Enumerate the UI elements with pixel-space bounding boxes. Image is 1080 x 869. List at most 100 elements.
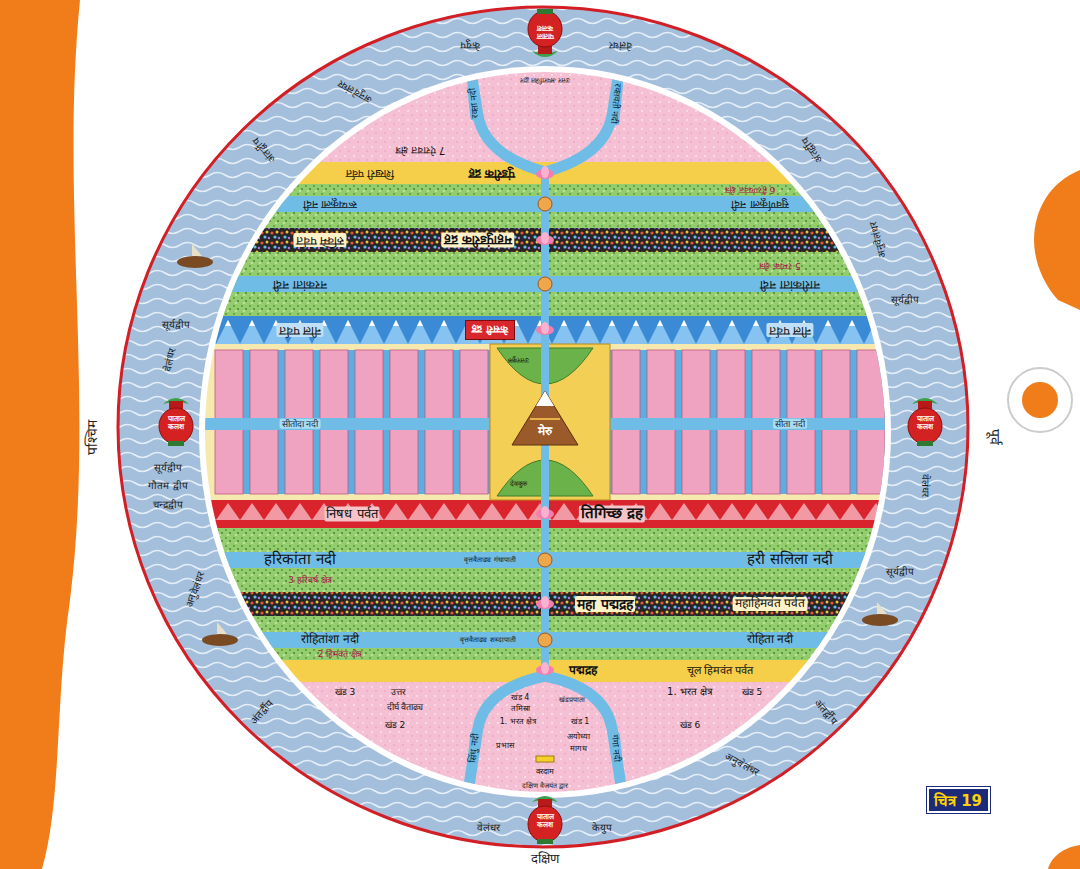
map-label: सूर्यद्वीप bbox=[891, 294, 919, 306]
meru-mountain bbox=[530, 418, 560, 420]
vaitadhya-circle bbox=[538, 277, 552, 291]
island-band bbox=[180, 60, 910, 162]
map-label: नरकांता नदी bbox=[273, 277, 327, 291]
map-label: पूर्व bbox=[987, 429, 1003, 445]
figure-number: चित्र 19 bbox=[934, 790, 982, 810]
map-label: 5 रम्यक क्षेत्र bbox=[759, 261, 800, 271]
island-band bbox=[180, 632, 910, 648]
meru-label: मेरु bbox=[510, 425, 580, 438]
river bbox=[466, 40, 545, 172]
vaitadhya-circle bbox=[538, 197, 552, 211]
ocean-boat bbox=[202, 634, 238, 646]
map-label: मागध bbox=[570, 744, 587, 753]
page-decoration bbox=[1048, 845, 1080, 869]
map-label: केयुप bbox=[460, 39, 480, 51]
videha-strip bbox=[490, 344, 610, 500]
map-label: अयोध्या bbox=[567, 732, 590, 741]
page-decoration bbox=[1022, 382, 1058, 418]
map-label: 1. भरत क्षेत्र bbox=[667, 686, 713, 698]
ocean-boat bbox=[877, 602, 887, 614]
map-label: दीर्घ वैताढ्य bbox=[387, 702, 424, 712]
map-label: 1. भरत क्षेत्र bbox=[500, 717, 537, 726]
map-label: वरदाम bbox=[536, 767, 554, 776]
map-label: हरी सलिला नदी bbox=[747, 551, 833, 568]
map-label: खंड 6 bbox=[680, 720, 701, 730]
kalash-pot bbox=[528, 11, 562, 47]
kalash-pot bbox=[908, 408, 942, 444]
river bbox=[545, 40, 624, 172]
island-band bbox=[180, 60, 910, 802]
map-label: खंड 4 bbox=[511, 693, 530, 702]
map-label: सुवर्णकूला नदी bbox=[731, 198, 789, 211]
kalash-label: पाताल कलश bbox=[160, 415, 192, 431]
ocean-ring bbox=[118, 7, 968, 847]
map-label: केयुप bbox=[592, 822, 612, 834]
island-band bbox=[180, 276, 910, 292]
ocean-ring bbox=[118, 7, 968, 847]
meru-mountain bbox=[510, 389, 580, 447]
map-label: प्रभास bbox=[496, 741, 514, 750]
map-label: चन्द्रद्वीप bbox=[153, 499, 183, 511]
map-label: रूप्यकूला नदी bbox=[303, 198, 358, 211]
map-label: वेलंधर bbox=[609, 39, 632, 51]
map-label: पद्मद्रह bbox=[569, 664, 597, 678]
page-decoration bbox=[0, 0, 80, 869]
map-label: नारीकांता नदी bbox=[760, 277, 820, 291]
ocean-boat bbox=[177, 256, 213, 268]
map-label: रोहिता नदी bbox=[747, 633, 794, 647]
map-label: चूल हिमवंत पर्वत bbox=[687, 665, 754, 678]
map-label: नील पर्वत bbox=[767, 323, 814, 337]
page-decoration bbox=[1008, 368, 1072, 432]
map-label: वृत्तवैताढ्य गंधापाती bbox=[464, 556, 515, 564]
kalash-pot bbox=[917, 441, 933, 446]
map-label: उत्तर bbox=[391, 687, 406, 697]
map-label: वेलंधर bbox=[919, 474, 931, 497]
map-label: शिखरी पर्वत bbox=[346, 167, 395, 180]
kalash-pot bbox=[537, 9, 553, 14]
lotus bbox=[541, 506, 549, 518]
map-label: 2 हिमवंत क्षेत्र bbox=[318, 649, 362, 659]
map-label: हरिकांता नदी bbox=[264, 551, 336, 568]
figure-box: चित्र 19 bbox=[927, 787, 990, 813]
map-label: पश्चिम bbox=[84, 420, 100, 455]
lotus bbox=[541, 596, 549, 608]
patal-kalash: पाताल कलश bbox=[158, 393, 194, 447]
kalash-label: पाताल कलश bbox=[529, 24, 561, 40]
map-label: सीतोदा नदी bbox=[280, 419, 321, 429]
map-label: 7 ऐरावत क्षेत्र bbox=[395, 144, 446, 156]
map-label: उत्तरकुरु bbox=[508, 356, 529, 364]
ocean-boat bbox=[192, 244, 202, 256]
map-label: सूर्यद्वीप bbox=[162, 319, 190, 331]
map-label: तिगिच्छ द्रह bbox=[579, 505, 645, 522]
map-label: रोहितांशा नदी bbox=[301, 633, 359, 647]
map-label: दक्षिण वैजयंत द्वार bbox=[522, 782, 568, 790]
lotus bbox=[541, 662, 549, 674]
patal-kalash: पाताल कलश bbox=[527, 791, 563, 845]
map-label: सूर्यद्वीप bbox=[154, 462, 182, 474]
island-band bbox=[180, 682, 910, 802]
lotus bbox=[541, 232, 549, 244]
map-label: उत्तर अपराजित द्वार bbox=[520, 76, 570, 84]
meru-mountain bbox=[536, 391, 554, 406]
map-label: महाहिमवंत पर्वत bbox=[733, 597, 808, 611]
river bbox=[466, 40, 624, 805]
kalash-label: पाताल कलश bbox=[529, 813, 561, 829]
kalash-pot bbox=[168, 441, 184, 446]
map-label: देवकुरु bbox=[510, 480, 527, 488]
lotus bbox=[541, 166, 549, 178]
map-label: नील पर्वत bbox=[277, 323, 324, 337]
map-label: खंड 2 bbox=[385, 720, 406, 730]
patal-kalash: पाताल कलश bbox=[527, 8, 563, 62]
kalash-pot bbox=[159, 408, 193, 444]
map-label: सीता नदी bbox=[773, 419, 807, 429]
map-label: निषध पर्वत bbox=[324, 507, 379, 522]
river bbox=[536, 756, 554, 762]
vaitadhya-circle bbox=[538, 553, 552, 567]
island-band bbox=[180, 552, 910, 568]
draha-box: केसरी द्रह bbox=[465, 320, 515, 340]
meru-node: मेरु bbox=[510, 389, 580, 447]
map-label: खंडप्रपाता bbox=[559, 696, 585, 704]
map-label: पुंडरीक द्रह bbox=[469, 166, 515, 180]
